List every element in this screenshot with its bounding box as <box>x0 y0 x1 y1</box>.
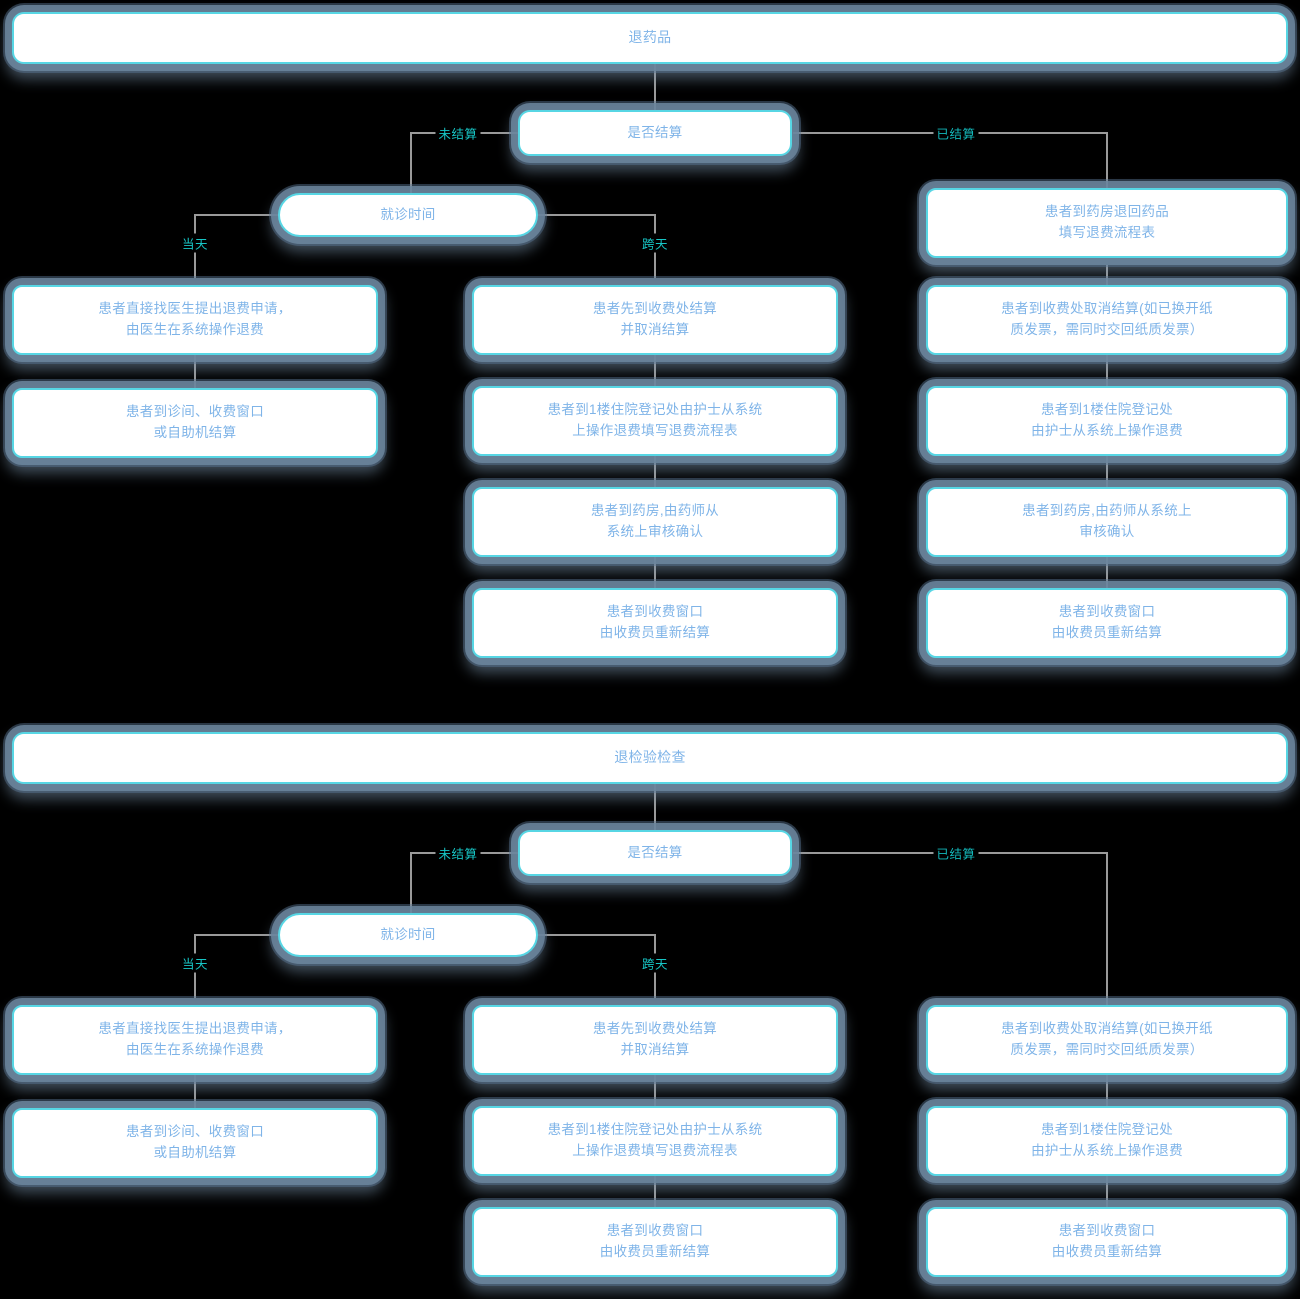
step-box[interactable]: 患者到诊间、收费窗口 或自助机结算 <box>12 388 378 458</box>
edge-label-crossday-1: 跨天 <box>638 233 672 253</box>
step-box[interactable]: 患者到收费处取消结算(如已换开纸 质发票，需同时交回纸质发票） <box>926 285 1288 355</box>
edge-label-unsettled-2: 未结算 <box>435 843 481 863</box>
decision-visit-time-2[interactable]: 就诊时间 <box>278 913 538 957</box>
step-label: 患者到1楼住院登记处由护士从系统 上操作退费填写退费流程表 <box>547 402 763 438</box>
step-box[interactable]: 患者到药房退回药品 填写退费流程表 <box>926 188 1288 258</box>
step-label: 患者到诊间、收费窗口 或自助机结算 <box>126 404 264 440</box>
step-box[interactable]: 患者到收费处取消结算(如已换开纸 质发票，需同时交回纸质发票） <box>926 1005 1288 1075</box>
step-label: 患者到1楼住院登记处 由护士从系统上操作退费 <box>1031 402 1183 438</box>
edge-label-unsettled-1: 未结算 <box>435 123 481 143</box>
banner-label: 退药品 <box>628 29 672 46</box>
decision-label: 就诊时间 <box>380 926 436 942</box>
step-box[interactable]: 患者到药房,由药师从系统上 审核确认 <box>926 487 1288 557</box>
section-banner-exam-return[interactable]: 退检验检查 <box>12 732 1288 784</box>
step-label: 患者到药房退回药品 填写退费流程表 <box>1044 204 1170 240</box>
step-label: 患者先到收费处结算 并取消结算 <box>592 1021 718 1057</box>
step-box[interactable]: 患者到收费窗口 由收费员重新结算 <box>926 1207 1288 1277</box>
step-label: 患者直接找医生提出退费申请， 由医生在系统操作退费 <box>98 1021 292 1057</box>
step-label: 患者到诊间、收费窗口 或自助机结算 <box>126 1124 264 1160</box>
section-banner-drug-return[interactable]: 退药品 <box>12 12 1288 64</box>
step-box[interactable]: 患者直接找医生提出退费申请， 由医生在系统操作退费 <box>12 285 378 355</box>
decision-is-settled-2[interactable]: 是否结算 <box>518 830 792 876</box>
step-label: 患者到药房,由药师从 系统上审核确认 <box>590 503 720 539</box>
step-label: 患者先到收费处结算 并取消结算 <box>592 301 718 337</box>
edge-label-sameday-1: 当天 <box>178 233 212 253</box>
step-label: 患者到药房,由药师从系统上 审核确认 <box>1022 503 1192 539</box>
decision-is-settled-1[interactable]: 是否结算 <box>518 110 792 156</box>
step-label: 患者到收费处取消结算(如已换开纸 质发票，需同时交回纸质发票） <box>1001 301 1213 337</box>
step-label: 患者到1楼住院登记处由护士从系统 上操作退费填写退费流程表 <box>547 1122 763 1158</box>
step-label: 患者到1楼住院登记处 由护士从系统上操作退费 <box>1031 1122 1183 1158</box>
step-box[interactable]: 患者先到收费处结算 并取消结算 <box>472 285 838 355</box>
decision-label: 是否结算 <box>627 844 683 860</box>
step-box[interactable]: 患者直接找医生提出退费申请， 由医生在系统操作退费 <box>12 1005 378 1075</box>
decision-label: 是否结算 <box>627 124 683 140</box>
step-box[interactable]: 患者到1楼住院登记处由护士从系统 上操作退费填写退费流程表 <box>472 1106 838 1176</box>
step-label: 患者到收费窗口 由收费员重新结算 <box>1051 1223 1163 1259</box>
decision-visit-time-1[interactable]: 就诊时间 <box>278 193 538 237</box>
step-box[interactable]: 患者到诊间、收费窗口 或自助机结算 <box>12 1108 378 1178</box>
decision-label: 就诊时间 <box>380 206 436 222</box>
step-box[interactable]: 患者先到收费处结算 并取消结算 <box>472 1005 838 1075</box>
step-label: 患者到收费处取消结算(如已换开纸 质发票，需同时交回纸质发票） <box>1001 1021 1213 1057</box>
step-box[interactable]: 患者到药房,由药师从 系统上审核确认 <box>472 487 838 557</box>
step-box[interactable]: 患者到收费窗口 由收费员重新结算 <box>926 588 1288 658</box>
step-box[interactable]: 患者到收费窗口 由收费员重新结算 <box>472 1207 838 1277</box>
step-label: 患者到收费窗口 由收费员重新结算 <box>599 1223 711 1259</box>
step-box[interactable]: 患者到1楼住院登记处 由护士从系统上操作退费 <box>926 1106 1288 1176</box>
edge-label-settled-2: 已结算 <box>933 843 979 863</box>
banner-label: 退检验检查 <box>614 749 686 766</box>
step-label: 患者到收费窗口 由收费员重新结算 <box>599 604 711 640</box>
edge-label-sameday-2: 当天 <box>178 953 212 973</box>
step-box[interactable]: 患者到收费窗口 由收费员重新结算 <box>472 588 838 658</box>
edge-label-settled-1: 已结算 <box>933 123 979 143</box>
step-label: 患者到收费窗口 由收费员重新结算 <box>1051 604 1163 640</box>
step-box[interactable]: 患者到1楼住院登记处由护士从系统 上操作退费填写退费流程表 <box>472 386 838 456</box>
step-label: 患者直接找医生提出退费申请， 由医生在系统操作退费 <box>98 301 292 337</box>
step-box[interactable]: 患者到1楼住院登记处 由护士从系统上操作退费 <box>926 386 1288 456</box>
edge-label-crossday-2: 跨天 <box>638 953 672 973</box>
